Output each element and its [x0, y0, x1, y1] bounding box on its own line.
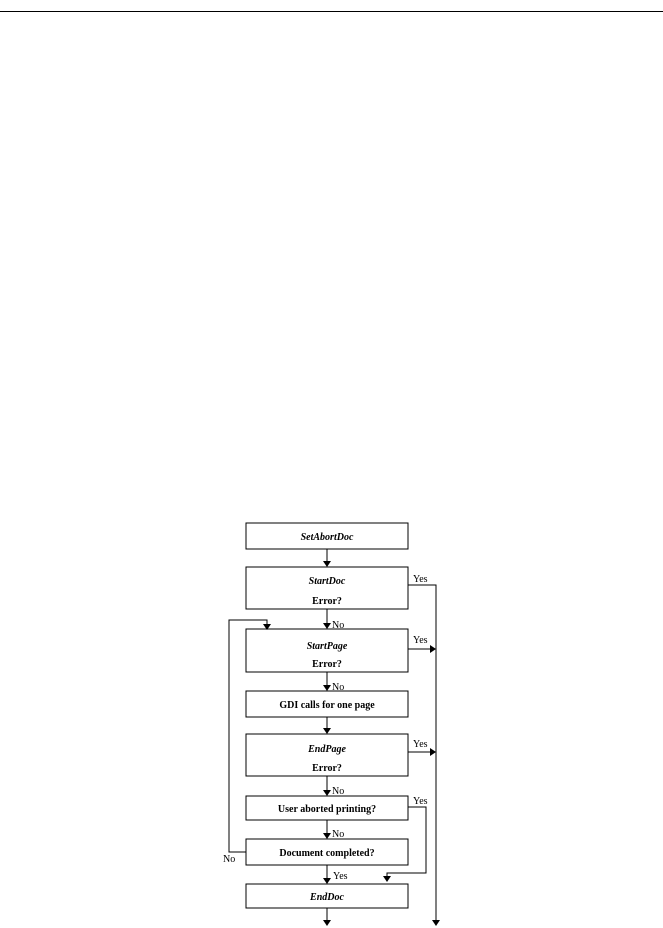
edge-label-startdoc-no: No: [332, 620, 344, 631]
label-end-page: EndPage: [307, 744, 346, 755]
label-gdi-calls: GDI calls for one page: [279, 700, 375, 711]
arrow-gdi-to-endpage: [323, 728, 331, 734]
arrow-startdoc-yes: [432, 920, 440, 926]
arrow-endpage-yes: [430, 748, 436, 756]
question-start-page: Error?: [312, 659, 342, 670]
edge-startdoc-yes: [408, 584, 437, 920]
arrow-setabort-to-startdoc: [323, 561, 331, 567]
arrow-useraborted-yes: [383, 876, 391, 882]
edge-label-doccompleted-yes: Yes: [333, 871, 348, 882]
arrow-enddoc-out: [323, 920, 331, 926]
label-user-aborted: User aborted printing?: [278, 804, 376, 815]
page-top-rule: [0, 11, 663, 12]
arrow-doccompleted-no: [263, 624, 271, 630]
label-doc-completed: Document completed?: [279, 848, 374, 859]
label-end-doc: EndDoc: [309, 892, 344, 903]
label-start-page: StartPage: [307, 641, 348, 652]
label-set-abort-doc: SetAbortDoc: [301, 532, 354, 543]
edge-doccompleted-no: [228, 619, 268, 853]
arrow-startpage-no: [323, 685, 331, 691]
edge-label-useraborted-yes: Yes: [413, 796, 428, 807]
arrow-endpage-no: [323, 790, 331, 796]
edge-useraborted-yes: [386, 806, 427, 876]
label-start-doc: StartDoc: [309, 576, 346, 587]
arrow-startdoc-no: [323, 623, 331, 629]
edge-label-endpage-no: No: [332, 786, 344, 797]
arrow-doccompleted-yes: [323, 878, 331, 884]
edge-label-startpage-no: No: [332, 682, 344, 693]
edge-label-endpage-yes: Yes: [413, 739, 428, 750]
edge-label-startpage-yes: Yes: [413, 635, 428, 646]
box-start-doc: [245, 566, 409, 610]
arrow-startpage-yes: [430, 645, 436, 653]
edge-label-useraborted-no: No: [332, 829, 344, 840]
edge-label-startdoc-yes: Yes: [413, 574, 428, 585]
box-start-page: [245, 628, 409, 673]
question-start-doc: Error?: [312, 596, 342, 607]
question-end-page: Error?: [312, 763, 342, 774]
arrow-useraborted-no: [323, 833, 331, 839]
edge-label-doccompleted-no: No: [223, 854, 235, 865]
